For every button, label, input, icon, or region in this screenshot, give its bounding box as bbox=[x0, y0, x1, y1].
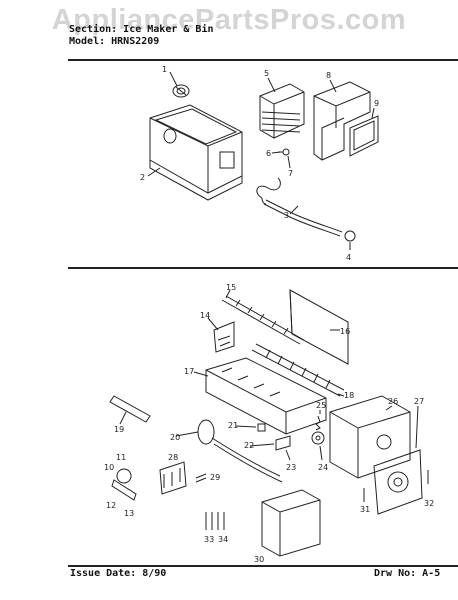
callout-25: 25 bbox=[316, 401, 326, 410]
callout-5: 5 bbox=[264, 69, 269, 78]
part-15-ejector bbox=[221, 295, 305, 345]
part-33-screws bbox=[205, 512, 225, 530]
top-callouts: 1 2 3 4 5 6 7 8 9 bbox=[140, 65, 379, 262]
callout-17: 17 bbox=[184, 367, 194, 376]
callout-1: 1 bbox=[162, 65, 167, 74]
callout-4: 4 bbox=[346, 253, 351, 262]
part-27-motor-plate bbox=[373, 449, 423, 515]
callout-27: 27 bbox=[414, 397, 424, 406]
part-16-stripper bbox=[289, 289, 349, 365]
callout-32: 32 bbox=[424, 499, 434, 508]
part-19-arm bbox=[109, 395, 151, 423]
callout-14: 14 bbox=[200, 311, 210, 320]
section-title: Section: Ice Maker & Bin bbox=[69, 24, 214, 35]
watermark-logo: AppliancePartsPros.com bbox=[51, 4, 407, 36]
callout-21: 21 bbox=[228, 421, 238, 430]
part-21-clip bbox=[257, 423, 266, 432]
callout-28: 28 bbox=[168, 453, 178, 462]
part-24-gear bbox=[311, 431, 325, 445]
issue-date: Issue Date: 8/90 bbox=[70, 568, 167, 579]
callout-24: 24 bbox=[318, 463, 328, 472]
part-17-mold bbox=[205, 357, 327, 435]
callout-33: 33 bbox=[204, 535, 214, 544]
callout-13: 13 bbox=[124, 509, 134, 518]
callout-31: 31 bbox=[360, 505, 370, 514]
part-18-rake bbox=[251, 343, 345, 397]
callout-6: 6 bbox=[266, 149, 271, 158]
callout-3: 3 bbox=[284, 211, 289, 220]
callout-30: 30 bbox=[254, 555, 264, 564]
callout-20: 20 bbox=[170, 433, 180, 442]
part-3-water-tube bbox=[256, 177, 356, 242]
part-26-housing bbox=[329, 395, 411, 479]
part-23-spring bbox=[315, 415, 321, 431]
callout-7: 7 bbox=[288, 169, 293, 178]
callout-26: 26 bbox=[388, 397, 398, 406]
part-1-knob bbox=[172, 84, 190, 98]
callout-15: 15 bbox=[226, 283, 236, 292]
callout-2: 2 bbox=[140, 173, 145, 182]
part-2-ice-bin bbox=[149, 104, 243, 201]
part-9-flap bbox=[349, 115, 379, 157]
part-8-chute bbox=[313, 81, 371, 161]
part-30-cover bbox=[261, 489, 321, 557]
callout-9: 9 bbox=[374, 99, 379, 108]
part-28-switch bbox=[159, 461, 187, 495]
callout-23: 23 bbox=[286, 463, 296, 472]
callout-16: 16 bbox=[340, 327, 350, 336]
callout-8: 8 bbox=[326, 71, 331, 80]
callout-10: 10 bbox=[104, 463, 114, 472]
callout-34: 34 bbox=[218, 535, 228, 544]
part-10-thermostat bbox=[111, 468, 137, 501]
callout-19: 19 bbox=[114, 425, 124, 434]
part-5-ice-maker-head bbox=[259, 83, 305, 139]
bottom-callouts: 10 11 12 13 14 15 16 17 18 19 20 21 22 2… bbox=[104, 283, 434, 564]
part-22-clip bbox=[275, 435, 291, 451]
callout-11: 11 bbox=[116, 453, 126, 462]
part-29-pin bbox=[195, 473, 207, 483]
callout-12: 12 bbox=[106, 501, 116, 510]
callout-22: 22 bbox=[244, 441, 254, 450]
callout-18: 18 bbox=[344, 391, 354, 400]
part-14-bracket bbox=[213, 321, 235, 353]
drawing-number: Drw No: A-5 bbox=[374, 568, 441, 579]
callout-29: 29 bbox=[210, 473, 220, 482]
model-number: Model: HRNS2209 bbox=[69, 36, 160, 47]
